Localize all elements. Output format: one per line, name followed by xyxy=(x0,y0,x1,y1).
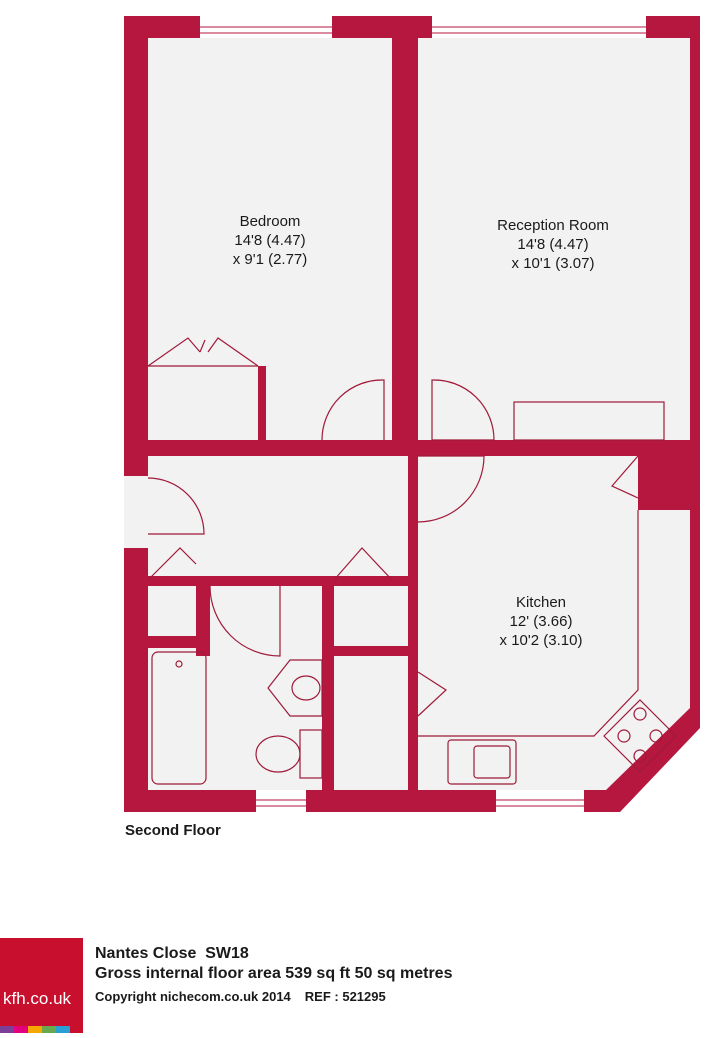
basin-bowl xyxy=(291,675,321,701)
window-reception xyxy=(432,16,646,38)
kitchen-name: Kitchen xyxy=(515,594,567,611)
wall-bed-wardrobe xyxy=(258,366,266,440)
hob-ring-2 xyxy=(617,729,631,743)
wall-kitchen-cupboard xyxy=(638,456,690,510)
window-kitchen xyxy=(496,790,584,812)
fixtures xyxy=(147,337,677,785)
cupboard-door-right xyxy=(333,547,393,581)
wall-bed-reception xyxy=(392,16,418,456)
wall-bath-inner2 xyxy=(148,636,210,648)
reception-floor xyxy=(418,38,690,440)
bath-tub xyxy=(151,651,207,785)
bedroom-dim2: x 9'1 (2.77) xyxy=(232,251,308,268)
floor-caption: Second Floor xyxy=(125,822,221,839)
window-bathroom xyxy=(256,790,306,812)
reference: REF : 521295 xyxy=(304,989,386,1004)
bedroom-floor xyxy=(148,38,392,440)
window-bedroom xyxy=(200,16,332,38)
windows xyxy=(124,16,646,812)
floor-area: Gross internal floor area 539 sq ft 50 s… xyxy=(95,965,453,982)
lobby-door xyxy=(417,671,447,717)
kitchen-dim2: x 10'2 (3.10) xyxy=(499,632,583,649)
wall-bath-right xyxy=(300,576,334,586)
kitchen-sink xyxy=(447,739,517,785)
bedroom-label: Bedroom 14'8 (4.47) x 9'1 (2.77) xyxy=(210,212,330,269)
bathroom-door-swing xyxy=(209,585,281,657)
wall-hall-bath xyxy=(148,576,208,586)
bedroom-dim1: 14'8 (4.47) xyxy=(234,232,306,249)
kitchen-label: Kitchen 12' (3.66) x 10'2 (3.10) xyxy=(476,593,606,650)
entrance-door-gap xyxy=(124,476,148,548)
wardrobe-doors xyxy=(147,337,259,367)
lobby-floor xyxy=(334,656,408,790)
kitchen-sink-bowl xyxy=(473,745,511,779)
cupboard-door-left xyxy=(147,547,197,581)
copyright-line: Copyright nichecom.co.uk 2014 REF : 52129… xyxy=(95,989,452,1004)
reception-name: Reception Room xyxy=(497,217,609,234)
wall-bath-divider xyxy=(322,586,334,790)
hob-ring-4 xyxy=(633,749,647,763)
hob-ring-3 xyxy=(649,729,663,743)
kitchen-dim1: 12' (3.66) xyxy=(509,613,573,630)
hob-ring-1 xyxy=(633,707,647,721)
reception-dim2: x 10'1 (3.07) xyxy=(511,255,595,272)
logo-text: kfh.co.uk xyxy=(3,989,72,1008)
hallway-floor xyxy=(148,456,408,576)
property-info: Nantes Close SW18 Gross internal floor a… xyxy=(95,945,452,1004)
bath-plug xyxy=(175,660,183,668)
basin-unit xyxy=(267,659,323,717)
floor-plan xyxy=(124,16,700,812)
logo-graphic xyxy=(0,938,83,1033)
wall-reception-kitchen xyxy=(494,440,700,456)
bathroom-floor xyxy=(148,586,324,790)
bedroom-door-swing xyxy=(321,379,385,441)
copyright: Copyright nichecom.co.uk 2014 xyxy=(95,989,291,1004)
wall-bed-hall xyxy=(124,440,322,456)
reception-label: Reception Room 14'8 (4.47) x 10'1 (3.07) xyxy=(478,216,628,273)
toilet-bowl xyxy=(255,735,301,773)
kitchen-cupboard-door xyxy=(611,455,639,499)
kitchen-worktop xyxy=(418,510,639,737)
reception-dim1: 14'8 (4.47) xyxy=(517,236,589,253)
reception-unit xyxy=(513,401,665,441)
kitchen-door-swing xyxy=(417,455,485,523)
cupboard-floor xyxy=(334,586,408,646)
kitchen-hob xyxy=(603,699,677,773)
wall-hall-kitchen xyxy=(408,456,418,656)
kfh-logo: kfh.co.uk xyxy=(0,938,83,1033)
reception-door-swing xyxy=(431,379,495,441)
entrance-door-swing xyxy=(147,477,205,535)
interior-walls xyxy=(124,16,700,790)
address: Nantes Close SW18 xyxy=(95,945,249,962)
room-floors xyxy=(148,38,690,790)
bedroom-name: Bedroom xyxy=(239,213,301,230)
wall-cupboard-base xyxy=(334,646,418,656)
